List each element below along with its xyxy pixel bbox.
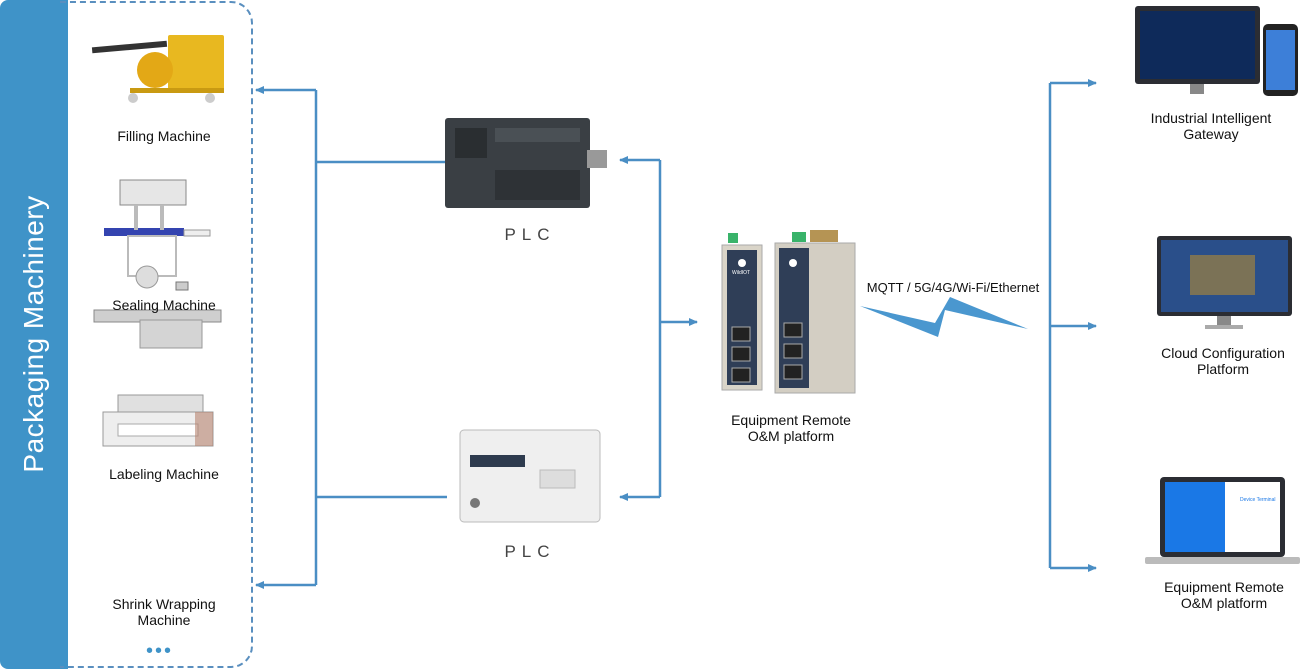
platform-label-om: Equipment Remote O&M platform — [1164, 579, 1284, 611]
platform-label-industrial-line1: Industrial Intelligent — [1150, 110, 1272, 126]
wireless-bolt-icon — [860, 297, 1028, 337]
labeling-machine-image — [93, 265, 222, 349]
laptop-screen-title: Device Terminal — [1240, 497, 1276, 503]
gateway-label: Equipment Remote O&M platform — [731, 412, 851, 444]
gateway-label-line2: O&M platform — [747, 428, 835, 444]
sidebar-packaging-machinery: Packaging Machinery — [0, 0, 68, 669]
om-platform-laptop-image — [1145, 477, 1300, 564]
platform-label-cloud: Cloud Configuration Platform — [1161, 345, 1285, 377]
cloud-configuration-screen-image — [1157, 236, 1292, 329]
industrial-gateway-screen-image — [1135, 6, 1298, 96]
machine-label-shrink: Shrink Wrapping Machine — [112, 596, 215, 628]
plc-compact-image — [459, 429, 601, 523]
machine-label-shrink-line2: Machine — [137, 612, 191, 628]
platform-label-om-line1: Equipment Remote — [1164, 579, 1284, 595]
gateway-device-image — [721, 230, 856, 394]
filling-machine-image — [91, 35, 224, 103]
plc-label-1: PLC — [504, 225, 556, 244]
sealing-machine-image — [104, 179, 211, 277]
platform-label-industrial-line2: Gateway — [1183, 126, 1239, 142]
platform-label-cloud-line2: Platform — [1196, 361, 1250, 377]
machine-label-shrink-line1: Shrink Wrapping — [112, 596, 216, 612]
plc-label-2: PLC — [504, 542, 556, 561]
plc-siemens-image — [445, 118, 607, 208]
machine-group-box — [60, 1, 253, 668]
gateway-brand-label: WildIOT — [732, 270, 751, 276]
machine-label-labeling: Labeling Machine — [109, 466, 219, 482]
link-protocol-label: MQTT / 5G/4G/Wi-Fi/Ethernet — [866, 280, 1040, 295]
platform-label-industrial: Industrial Intelligent Gateway — [1151, 110, 1272, 142]
gateway-label-line1: Equipment Remote — [731, 412, 851, 428]
machine-label-sealing: Sealing Machine — [112, 297, 216, 313]
machine-label-filling: Filling Machine — [117, 128, 211, 144]
platform-label-om-line2: O&M platform — [1180, 595, 1268, 611]
more-machines-ellipsis: ••• — [146, 640, 174, 662]
platform-label-cloud-line1: Cloud Configuration — [1161, 345, 1285, 361]
shrink-wrapping-machine-image — [102, 394, 214, 447]
